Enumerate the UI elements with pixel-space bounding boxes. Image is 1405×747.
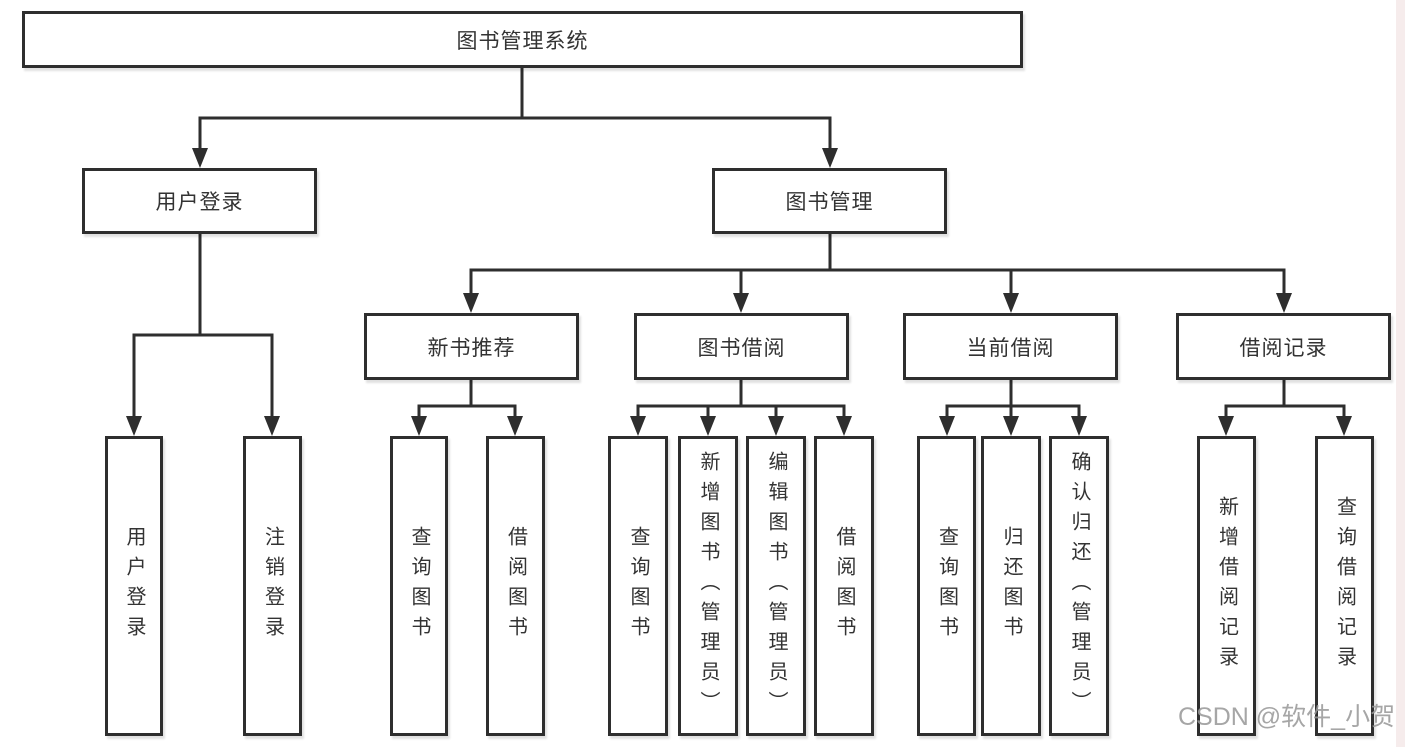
node-root-label: 图书管理系统	[456, 29, 589, 53]
leaf-label: 借阅图书	[504, 526, 527, 646]
arrow-down-icon	[733, 293, 749, 313]
arrow-down-icon	[836, 416, 852, 436]
leaf-label: 查询借阅记录	[1333, 496, 1356, 676]
node-current-borrow-label: 当前借阅	[966, 336, 1055, 360]
leaf-label: 查询图书	[935, 526, 958, 646]
arrow-down-icon	[1336, 416, 1352, 436]
arrow-down-icon	[264, 416, 280, 436]
node-book-management: 图书管理	[712, 168, 947, 234]
leaf-recommend-borrow-books: 借阅图书	[486, 436, 545, 736]
leaf-query-borrow-record: 查询借阅记录	[1315, 436, 1374, 736]
connector-paths	[132, 68, 1346, 420]
leaf-add-borrow-record: 新增借阅记录	[1197, 436, 1256, 736]
leaf-label: 借阅图书	[833, 526, 855, 646]
leaf-label: 确认归还（管理员）	[1068, 451, 1090, 721]
node-book-borrow-label: 图书借阅	[697, 336, 786, 360]
arrow-down-icon	[1003, 293, 1019, 313]
leaf-label: 注销登录	[261, 526, 284, 646]
node-user-login: 用户登录	[82, 168, 317, 234]
arrow-down-icon	[126, 416, 142, 436]
leaf-current-query-books: 查询图书	[917, 436, 976, 736]
arrow-down-icon	[1003, 416, 1019, 436]
connector-level2-bar	[198, 116, 832, 152]
node-new-book-recommend-label: 新书推荐	[427, 336, 516, 360]
arrow-down-icon	[822, 148, 838, 168]
leaf-borrow-query-books: 查询图书	[608, 436, 668, 736]
node-borrow-records-label: 借阅记录	[1239, 336, 1328, 360]
leaf-edit-books-admin: 编辑图书（管理员）	[746, 436, 806, 736]
arrow-down-icon	[630, 416, 646, 436]
connector-split-records	[1224, 404, 1346, 420]
node-new-book-recommend: 新书推荐	[364, 313, 579, 380]
page-edge-band	[1396, 0, 1405, 747]
leaf-logout: 注销登录	[243, 436, 302, 736]
node-root: 图书管理系统	[22, 11, 1023, 68]
connector-split-recommend	[417, 404, 517, 420]
leaf-label: 用户登录	[123, 526, 145, 646]
connector-split-current	[945, 404, 1081, 420]
leaf-label: 查询图书	[627, 526, 649, 646]
leaf-label: 查询图书	[408, 526, 430, 646]
arrow-down-icon	[768, 416, 784, 436]
leaf-add-books-admin: 新增图书（管理员）	[678, 436, 738, 736]
leaf-confirm-return-admin: 确认归还（管理员）	[1049, 436, 1109, 736]
node-book-borrow: 图书借阅	[634, 313, 849, 380]
arrow-down-icon	[1276, 293, 1292, 313]
leaf-label: 归还图书	[1000, 526, 1022, 646]
watermark-text: CSDN @软件_小贺同学	[1178, 703, 1405, 731]
arrow-down-icon	[1071, 416, 1087, 436]
arrow-down-icon	[1218, 416, 1234, 436]
leaf-label: 编辑图书（管理员）	[765, 451, 787, 721]
leaf-borrow-books: 借阅图书	[814, 436, 874, 736]
arrow-down-icon	[939, 416, 955, 436]
connector-level3-bar	[469, 268, 1286, 297]
node-user-login-label: 用户登录	[155, 191, 244, 214]
leaf-return-books: 归还图书	[981, 436, 1041, 736]
leaf-recommend-query-books: 查询图书	[390, 436, 448, 736]
arrow-down-icon	[507, 416, 523, 436]
leaf-label: 新增借阅记录	[1215, 496, 1238, 676]
arrow-down-icon	[463, 293, 479, 313]
arrow-down-icon	[700, 416, 716, 436]
node-current-borrow: 当前借阅	[903, 313, 1118, 380]
connector-login-split	[132, 333, 274, 420]
arrow-down-icon	[192, 148, 208, 168]
node-borrow-records: 借阅记录	[1176, 313, 1391, 380]
leaf-label: 新增图书（管理员）	[697, 451, 719, 721]
arrow-down-icon	[411, 416, 427, 436]
connector-split-borrow	[636, 404, 846, 420]
leaf-user-login: 用户登录	[105, 436, 163, 736]
node-book-management-label: 图书管理	[785, 191, 874, 214]
